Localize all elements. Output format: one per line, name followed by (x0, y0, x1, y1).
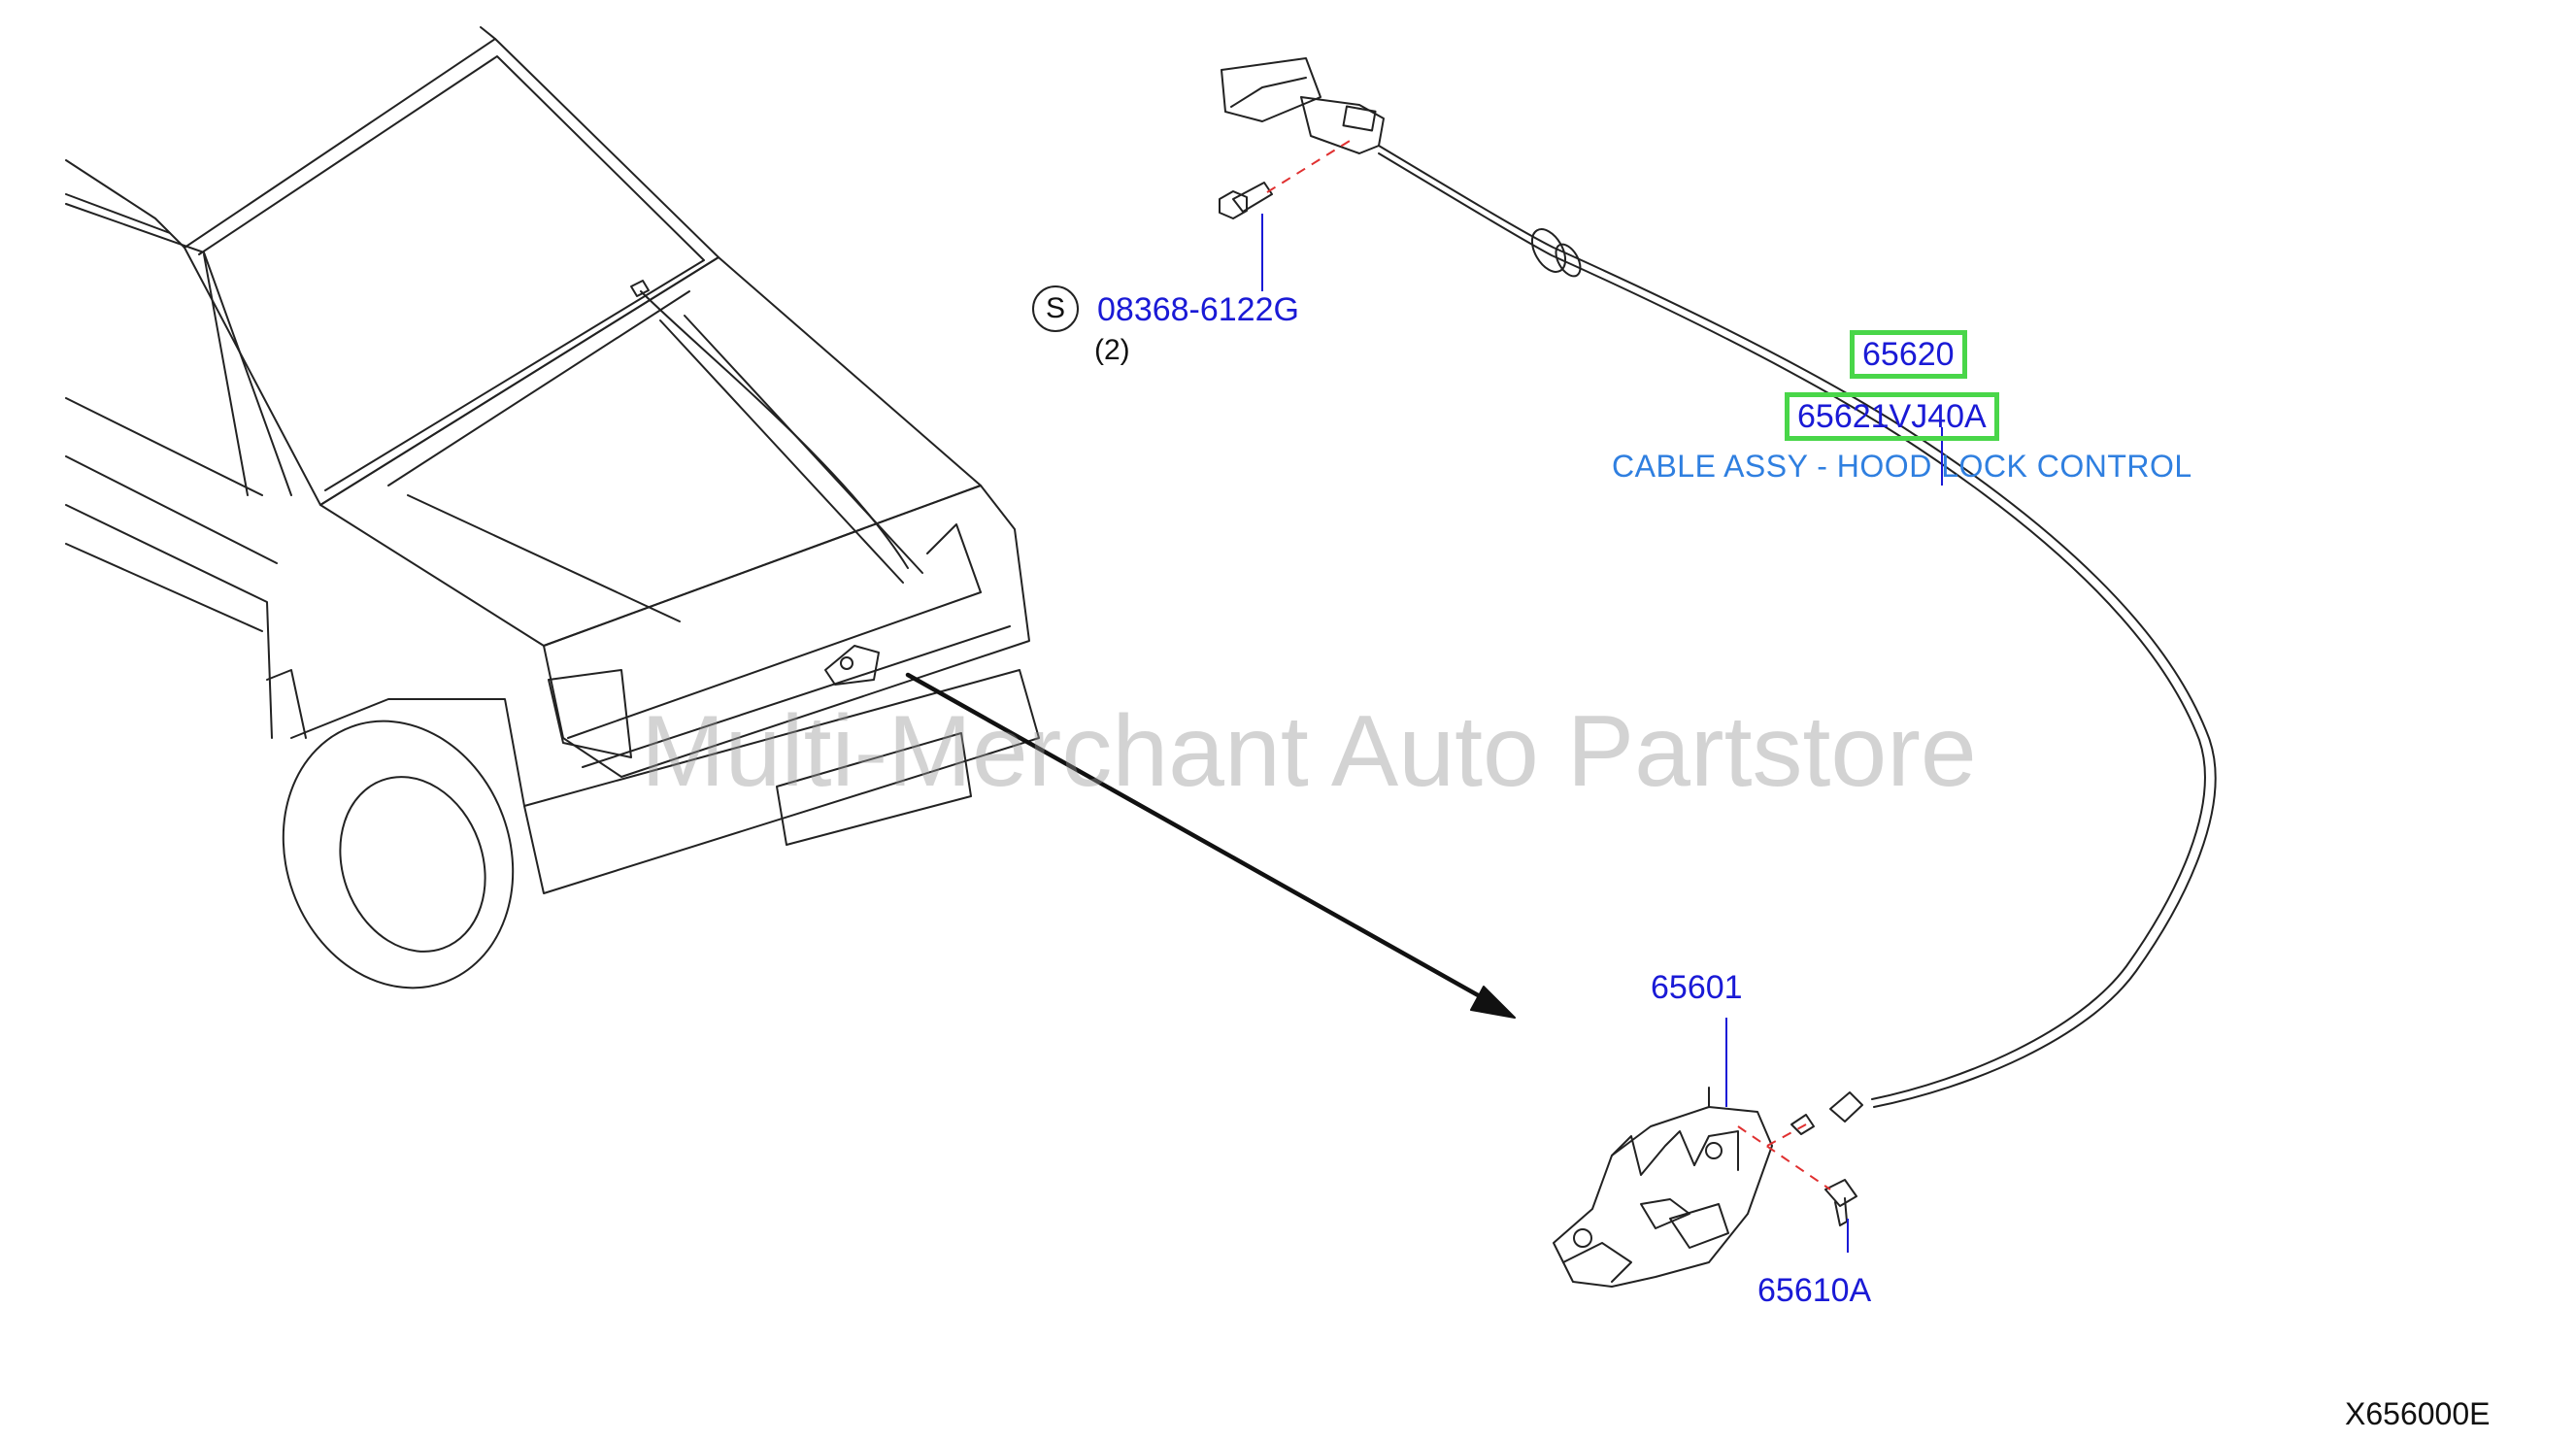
hood-lock-part-number[interactable]: 65601 (1651, 969, 1743, 1006)
direction-arrow (905, 672, 1498, 1008)
vehicle-illustration (65, 26, 1040, 989)
cable-description: CABLE ASSY - HOOD LOCK CONTROL (1612, 449, 2192, 484)
diagram-code: X656000E (2345, 1396, 2491, 1431)
connection-dashes (1266, 140, 1831, 1190)
hood-cable (1221, 57, 2217, 1135)
arrow-head (1470, 986, 1516, 1019)
bolt-08368 (1219, 182, 1273, 219)
cable-part-number[interactable]: 65620 (1850, 330, 1967, 379)
watermark: Multi-Merchant Auto Partstore (641, 695, 1977, 808)
service-symbol: S (1032, 285, 1079, 332)
bolt-part-number[interactable]: 08368-6122G (1097, 291, 1299, 328)
hood-lock-assembly (1553, 1087, 1857, 1288)
cable-alt-part-number[interactable]: 65621VJ40A (1785, 392, 1999, 441)
bolt-quantity: (2) (1094, 334, 1130, 366)
lock-bolt-part-number[interactable]: 65610A (1757, 1272, 1872, 1309)
